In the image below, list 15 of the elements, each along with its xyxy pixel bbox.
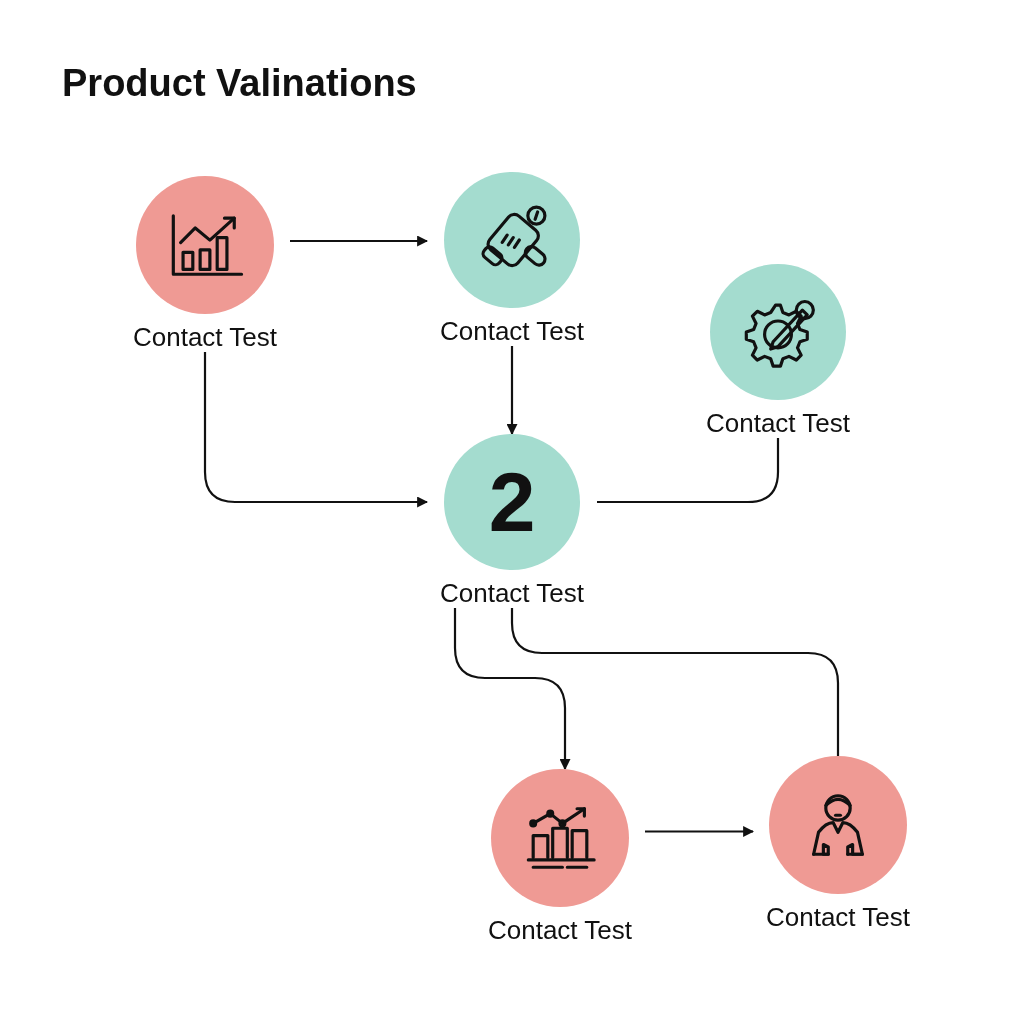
diagram-title: Product Valinations <box>62 62 417 105</box>
step-label: Contact Test <box>439 316 584 346</box>
arrow <box>645 826 755 837</box>
step-label: Contact Test <box>765 902 910 932</box>
step-label: Contact Test <box>132 322 277 352</box>
step-number: 2 <box>488 460 536 544</box>
connector-line <box>597 438 780 504</box>
step-label: Contact Test <box>487 915 632 945</box>
arrow <box>453 608 571 771</box>
connector-line <box>510 608 840 756</box>
arrow <box>203 352 429 508</box>
arrow <box>290 235 429 247</box>
step-label: Contact Test <box>705 408 850 438</box>
step-label: Contact Test <box>439 578 584 608</box>
arrow <box>506 346 518 436</box>
